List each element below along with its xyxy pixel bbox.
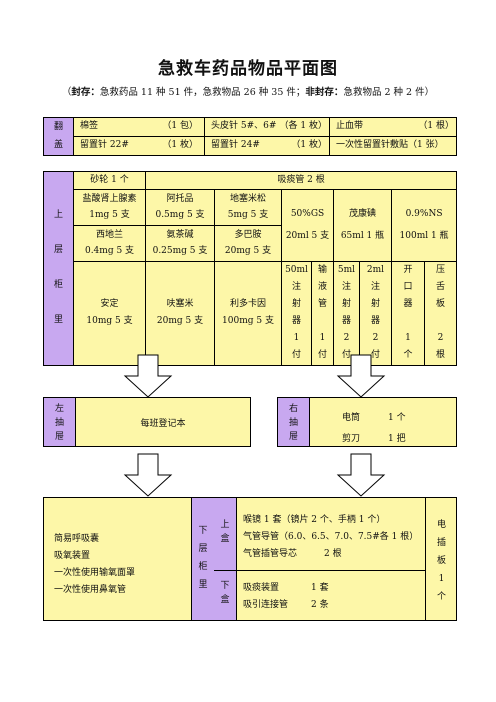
suction-tube: 吸引连接管 [243, 600, 289, 610]
scissors: 剪刀 [342, 434, 361, 444]
down-arrow-icon [336, 453, 386, 497]
lower-cabinet: 简易呼吸囊1 套 吸氧装置1 套 一次性使用输氧面罩1 个 一次性使用鼻氧管1 … [43, 497, 457, 621]
lid-item: 一次性留置针敷贴（1 张） [329, 136, 457, 156]
right-drawer-label: 右抽屉 [278, 398, 310, 446]
page-subtitle: （封存：急救药品 11 种 51 件，急救物品 26 种 35 件；非封存：急救… [61, 87, 435, 98]
lid-item: 棉签（1 包） [73, 117, 205, 137]
flashlight: 电筒 [342, 413, 361, 423]
laryngoscope: 喉镜 1 套（镜片 2 个、手柄 1 个） [243, 515, 386, 525]
logbook: 每班登记本 [140, 419, 186, 429]
lid-table: 翻盖 棉签（1 包） 头皮针 5#、6#（各 1 枚） 止血带（1 根） 留置针… [43, 117, 457, 156]
suction-device: 吸痰装置 [243, 583, 280, 593]
lid-item: 头皮针 5#、6#（各 1 枚） [204, 117, 330, 137]
sealed-label: 封存： [71, 87, 100, 98]
down-arrow-icon [123, 354, 173, 398]
lid-item: 止血带（1 根） [329, 117, 457, 137]
unsealed-label: 非封存： [305, 87, 344, 98]
stylet: 气管插管导芯 2 根 [243, 549, 342, 559]
lower-cabinet-label: 下层柜里 [191, 498, 215, 620]
lid-item: 留置针 24#（1 枚） [204, 136, 330, 156]
upper-box-label: 上盒 [214, 498, 237, 571]
tracheal-tube: 气管导管（6.0、6.5、7.0、7.5#各 1 根） [243, 532, 419, 542]
sealed-text: 急救药品 11 种 51 件，急救物品 26 种 35 件； [99, 87, 306, 98]
lid-label: 翻盖 [43, 117, 74, 156]
grinding-wheel: 砂轮 1 个 [73, 171, 146, 190]
upper-box-items: 喉镜 1 套（镜片 2 个、手柄 1 个） 气管导管（6.0、6.5、7.0、7… [243, 512, 418, 563]
suction-tube: 吸痰管 2 根 [144, 171, 458, 190]
down-arrow-icon [336, 354, 386, 398]
lid-item: 留置针 22#（1 枚） [73, 136, 205, 156]
upper-cabinet-label: 上层柜里 [43, 171, 74, 366]
lower-box-label: 下盒 [214, 571, 237, 620]
page-title: 急救车药品物品平面图 [158, 59, 338, 79]
left-drawer: 左抽屉 每班登记本 [43, 397, 251, 447]
unsealed-text: 急救物品 2 种 2 件） [343, 87, 435, 98]
down-arrow-icon [123, 453, 173, 497]
left-drawer-label: 左抽屉 [44, 398, 76, 446]
